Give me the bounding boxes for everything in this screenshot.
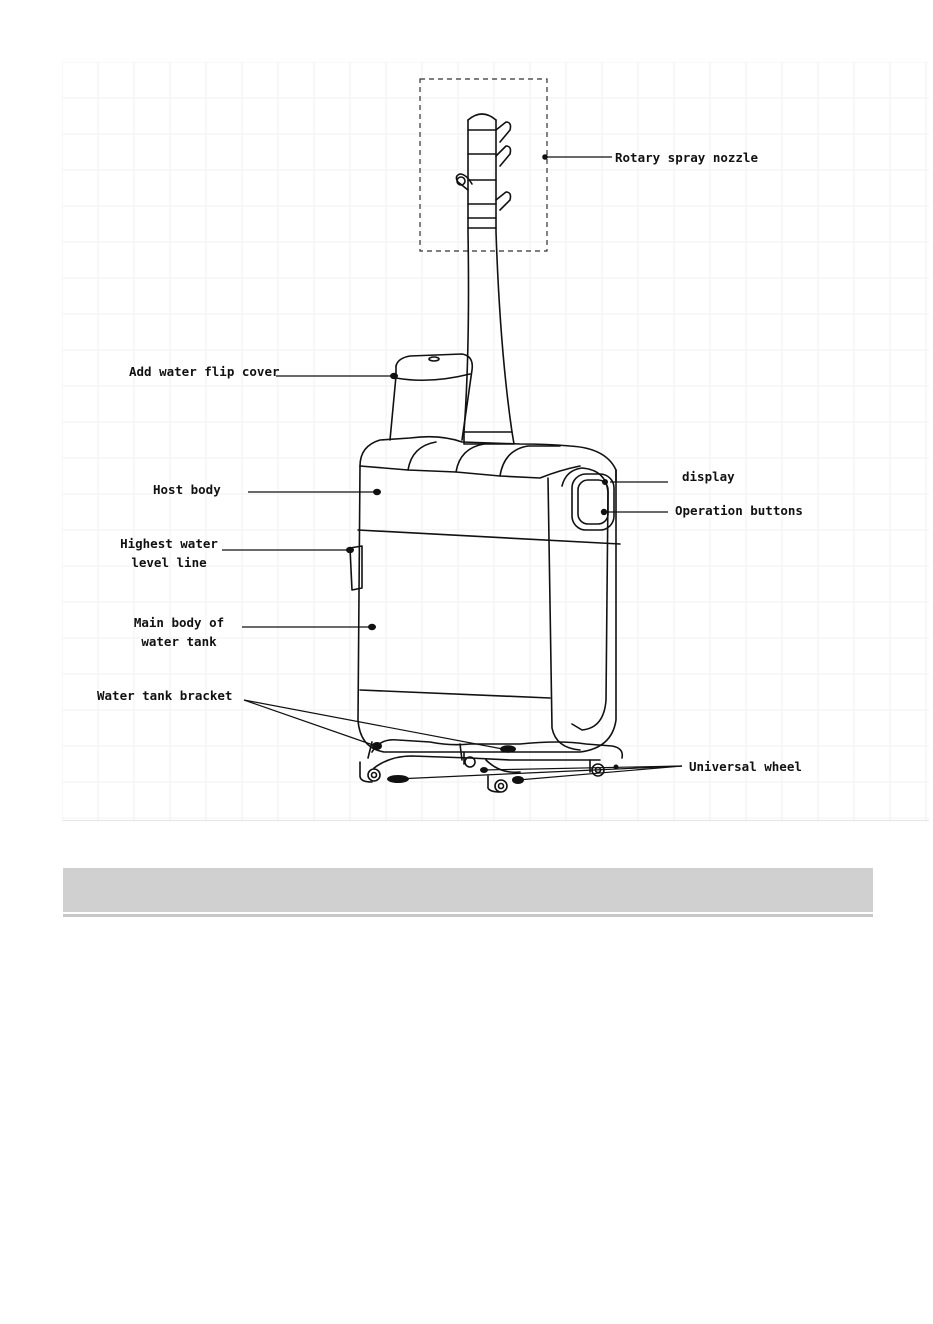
nozzle-highlight-box (420, 79, 547, 251)
callout-lines (222, 157, 682, 780)
label-main-body-of-water-tank: Main body of water tank (124, 613, 234, 651)
label-main-body-line2: water tank (124, 632, 234, 651)
label-highest-water-level-line: Highest water level line (114, 534, 224, 572)
label-highest-water-line2: level line (114, 553, 224, 572)
section-header-bar (63, 868, 873, 912)
label-water-tank-bracket: Water tank bracket (97, 686, 232, 705)
sprayer-illustration (62, 62, 929, 822)
label-main-body-line1: Main body of (124, 613, 234, 632)
product-diagram: Rotary spray nozzle Add water flip cover… (62, 62, 929, 822)
label-universal-wheel: Universal wheel (689, 757, 802, 776)
label-operation-buttons: Operation buttons (675, 501, 803, 520)
machine-outline (350, 114, 622, 792)
figure-bottom-rule (63, 820, 929, 821)
label-host-body: Host body (153, 480, 221, 499)
label-add-water-flip-cover: Add water flip cover (129, 362, 280, 381)
section-divider (63, 914, 873, 917)
label-highest-water-line1: Highest water (114, 534, 224, 553)
label-display: display (682, 467, 735, 486)
label-rotary-spray-nozzle: Rotary spray nozzle (615, 148, 758, 167)
